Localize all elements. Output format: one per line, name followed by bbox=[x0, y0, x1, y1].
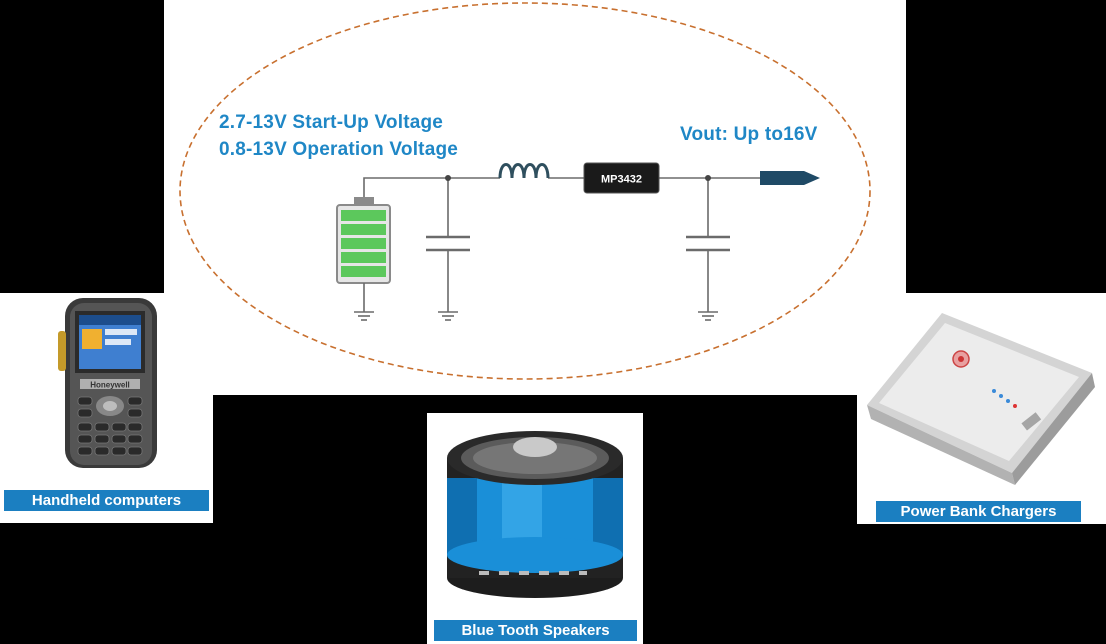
ground-icon bbox=[438, 311, 458, 321]
junction-dot bbox=[445, 175, 451, 181]
handheld-brand: Honeywell bbox=[90, 381, 130, 390]
caption-bluetooth-speakers: Blue Tooth Speakers bbox=[434, 620, 637, 641]
chip-label: MP3432 bbox=[601, 174, 642, 186]
caption-power-bank-chargers: Power Bank Chargers bbox=[876, 501, 1081, 522]
operation-voltage-label: 0.8-13V Operation Voltage bbox=[219, 139, 459, 160]
speaker-panel: Blue Tooth Speakers bbox=[427, 413, 643, 644]
bluetooth-speaker-icon bbox=[447, 431, 623, 598]
caption-handheld-computers: Handheld computers bbox=[4, 490, 209, 511]
ground-icon bbox=[698, 311, 718, 321]
output-arrow-icon bbox=[760, 171, 820, 185]
circuit-wires bbox=[363, 177, 760, 312]
capacitor-icon bbox=[426, 235, 470, 252]
junction-dot bbox=[705, 175, 711, 181]
capacitor-icon bbox=[686, 235, 730, 252]
chip-icon bbox=[583, 162, 660, 194]
power-bank-icon bbox=[867, 313, 1095, 485]
vout-label: Vout: Up to16V bbox=[680, 124, 818, 145]
handheld-computer-icon: Honeywell bbox=[58, 298, 157, 468]
circuit-diagram: MP3432 bbox=[179, 2, 871, 380]
inductor-icon bbox=[498, 163, 550, 179]
battery-icon bbox=[336, 197, 391, 284]
startup-voltage-label: 2.7-13V Start-Up Voltage bbox=[219, 112, 444, 133]
ground-icon bbox=[354, 311, 374, 321]
handheld-panel: Honeywell Handheld computers bbox=[0, 293, 213, 523]
dashed-ellipse bbox=[179, 2, 871, 380]
powerbank-panel: Power Bank Chargers bbox=[857, 293, 1106, 524]
circuit-panel: MP3432 2.7-13V Start-Up Voltage 0.8-13V … bbox=[164, 0, 906, 395]
